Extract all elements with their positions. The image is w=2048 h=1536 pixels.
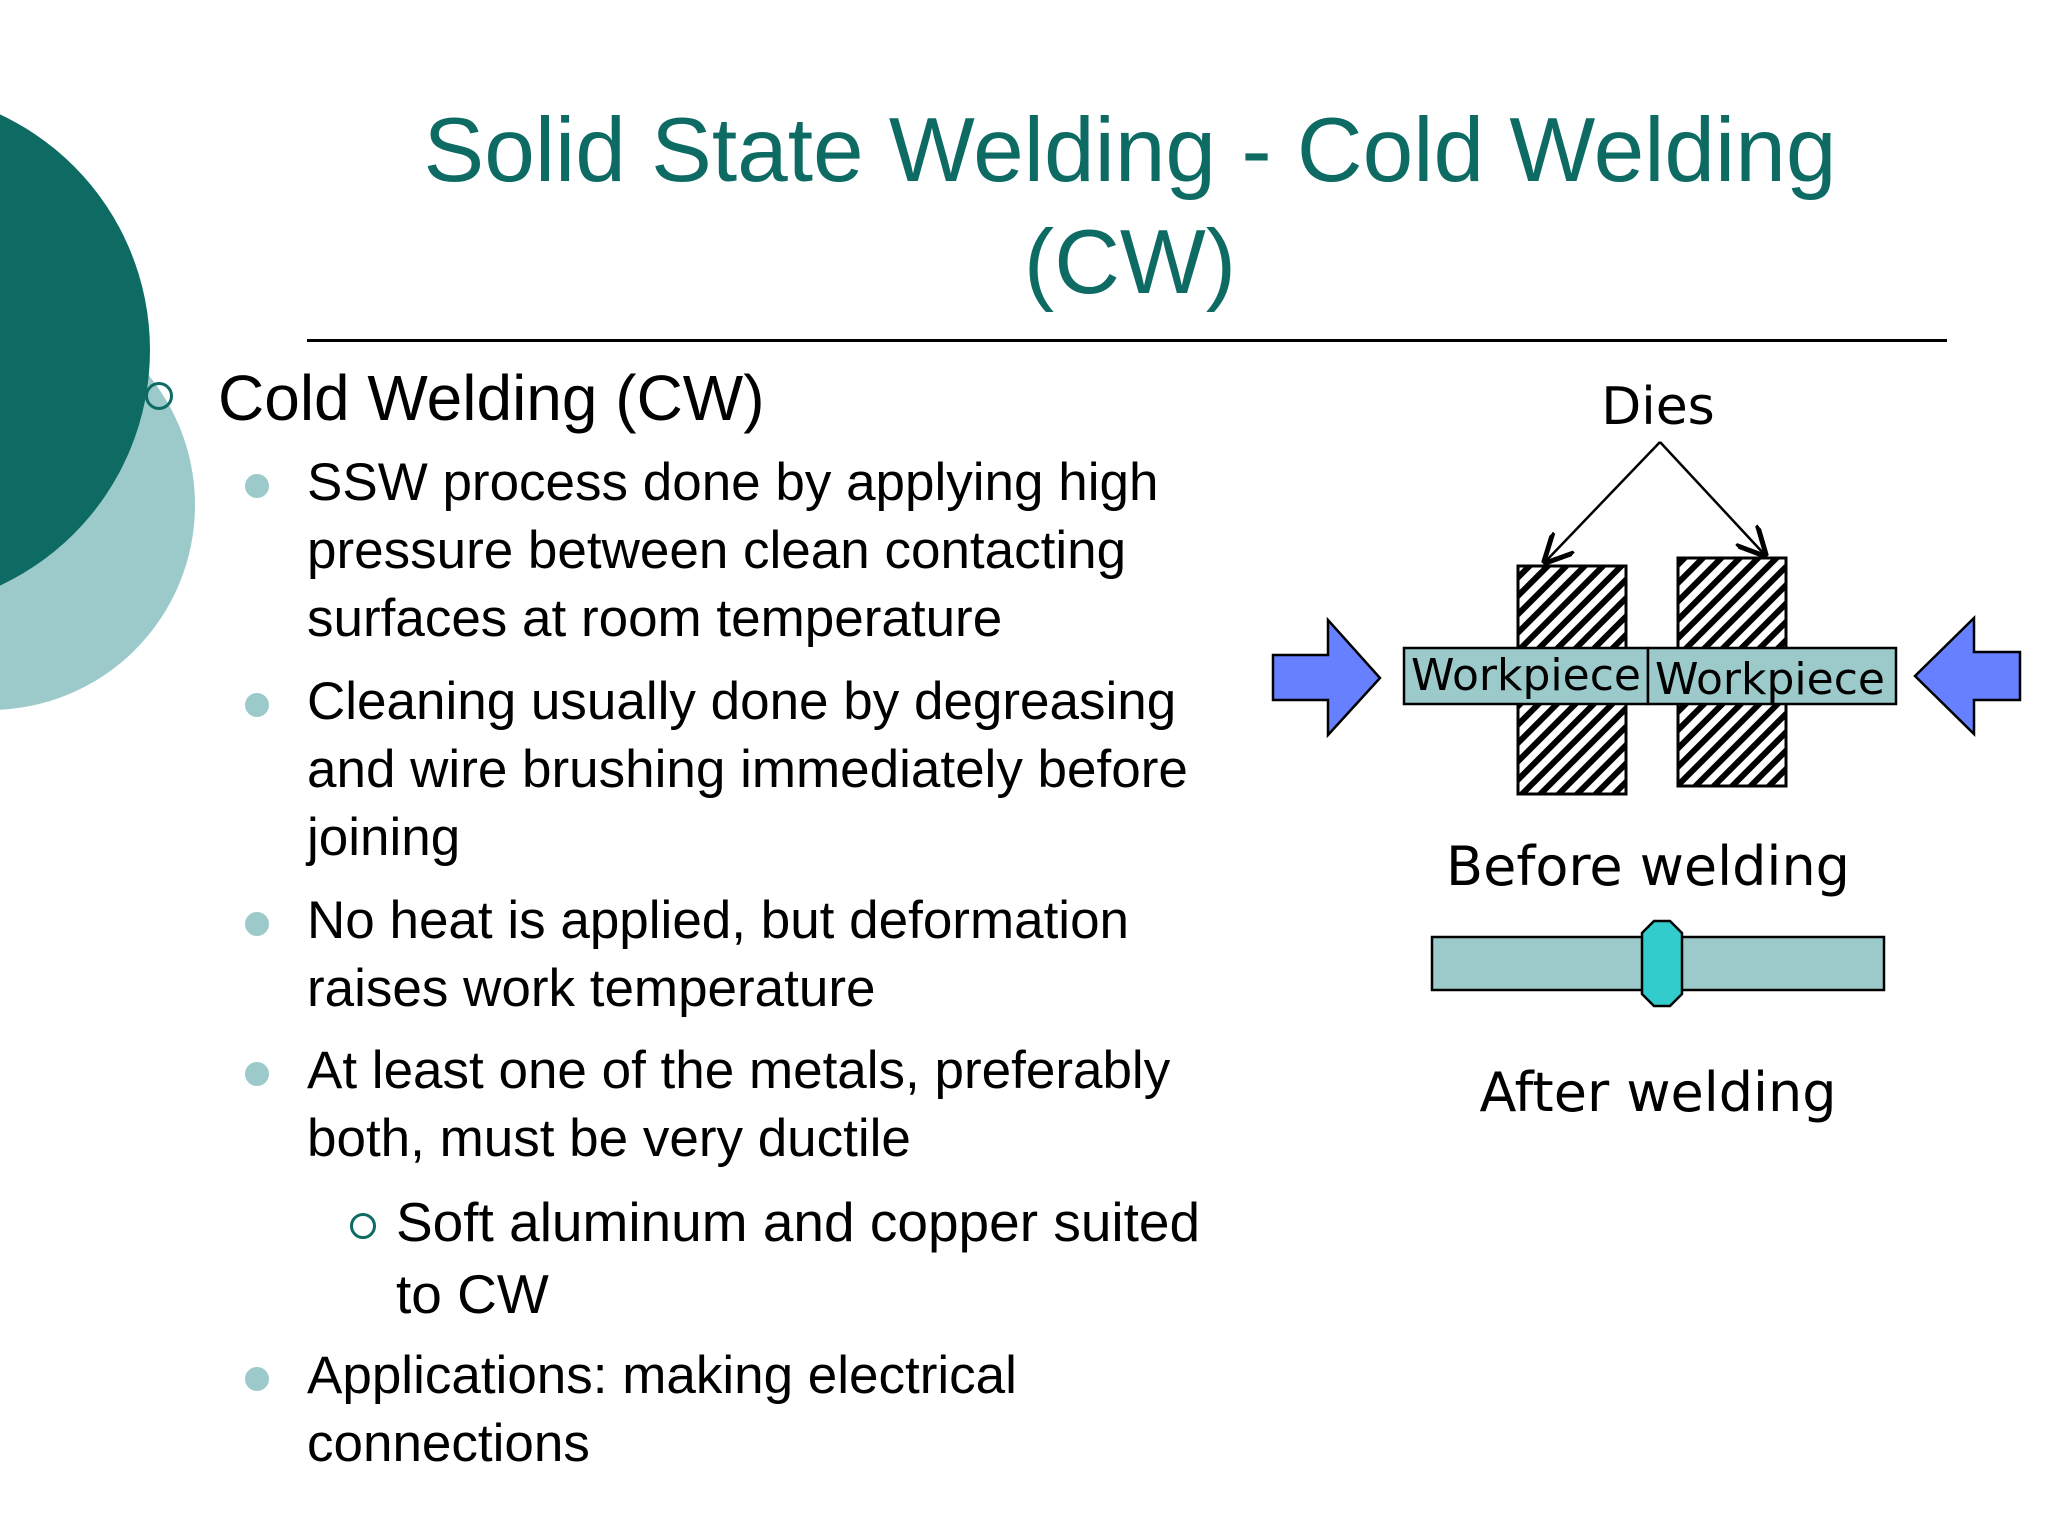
bullet-line: pressure between clean contacting: [307, 521, 1127, 580]
hollow-sub-bullet-icon: [350, 1213, 376, 1239]
bullet-item: Applications: making electrical connecti…: [307, 1342, 1287, 1478]
bullet-line: Cleaning usually done by degreasing: [307, 672, 1177, 731]
weld-joint: [1640, 919, 1684, 1008]
after-welding-label: After welding: [1479, 1061, 1836, 1124]
bullet-line: connections: [307, 1414, 590, 1473]
bullet-line: raises work temperature: [307, 959, 876, 1018]
left-workpiece: [1402, 646, 1650, 706]
bullet-line: surfaces at room temperature: [307, 589, 1003, 648]
decorative-circles: [0, 114, 195, 710]
bullet-line: and wire brushing immediately before: [307, 740, 1188, 799]
bullet-line: Applications: making electrical: [307, 1346, 1017, 1405]
dies-pointer-right: [1659, 441, 1765, 555]
slide-title-line-1: Solid State Welding - Cold Welding: [423, 100, 1837, 201]
sub-bullet-line: to CW: [396, 1263, 549, 1325]
right-workpiece: [1646, 646, 1898, 706]
dies-label: Dies: [1601, 380, 1715, 437]
hollow-bullet-icon: [145, 382, 173, 410]
bullet-line: joining: [307, 808, 461, 867]
bullet-dot-icon: [245, 1062, 269, 1086]
dark-teal-circle: [0, 114, 150, 586]
sub-bullet-line: Soft aluminum and copper suited: [396, 1191, 1201, 1253]
slide-title: Solid State Welding - Cold Welding (CW): [300, 95, 1960, 319]
slide-title-line-2: (CW): [1023, 212, 1237, 313]
bullet-line: SSW process done by applying high: [307, 453, 1159, 512]
left-workpiece-label: Workpiece: [1411, 650, 1641, 701]
bullet-dot-icon: [245, 1367, 269, 1391]
title-divider: [307, 339, 1947, 342]
section-heading: Cold Welding (CW): [218, 362, 765, 434]
bullet-line: No heat is applied, but deformation: [307, 891, 1130, 950]
bullet-item: Cleaning usually done by degreasing and …: [307, 668, 1287, 872]
bullet-item: SSW process done by applying high pressu…: [307, 449, 1287, 653]
right-force-arrow-icon: [1913, 615, 2022, 737]
bullet-dot-icon: [245, 693, 269, 717]
bullet-line: both, must be very ductile: [307, 1109, 911, 1168]
dies-pointer-left: [1545, 441, 1661, 562]
bullet-dot-icon: [245, 912, 269, 936]
bullet-item: At least one of the metals, preferably b…: [307, 1037, 1287, 1173]
bullet-item: No heat is applied, but deformation rais…: [307, 887, 1287, 1023]
bullet-line: At least one of the metals, preferably: [307, 1041, 1171, 1100]
bullet-dot-icon: [245, 474, 269, 498]
cold-welding-diagram: Dies Workpiece Workpiece Before welding …: [1271, 380, 2022, 1124]
sub-bullet-item: Soft aluminum and copper suited to CW: [396, 1186, 1200, 1330]
right-workpiece-label: Workpiece: [1655, 654, 1885, 705]
left-force-arrow-icon: [1271, 616, 1382, 739]
before-welding-label: Before welding: [1446, 835, 1850, 898]
